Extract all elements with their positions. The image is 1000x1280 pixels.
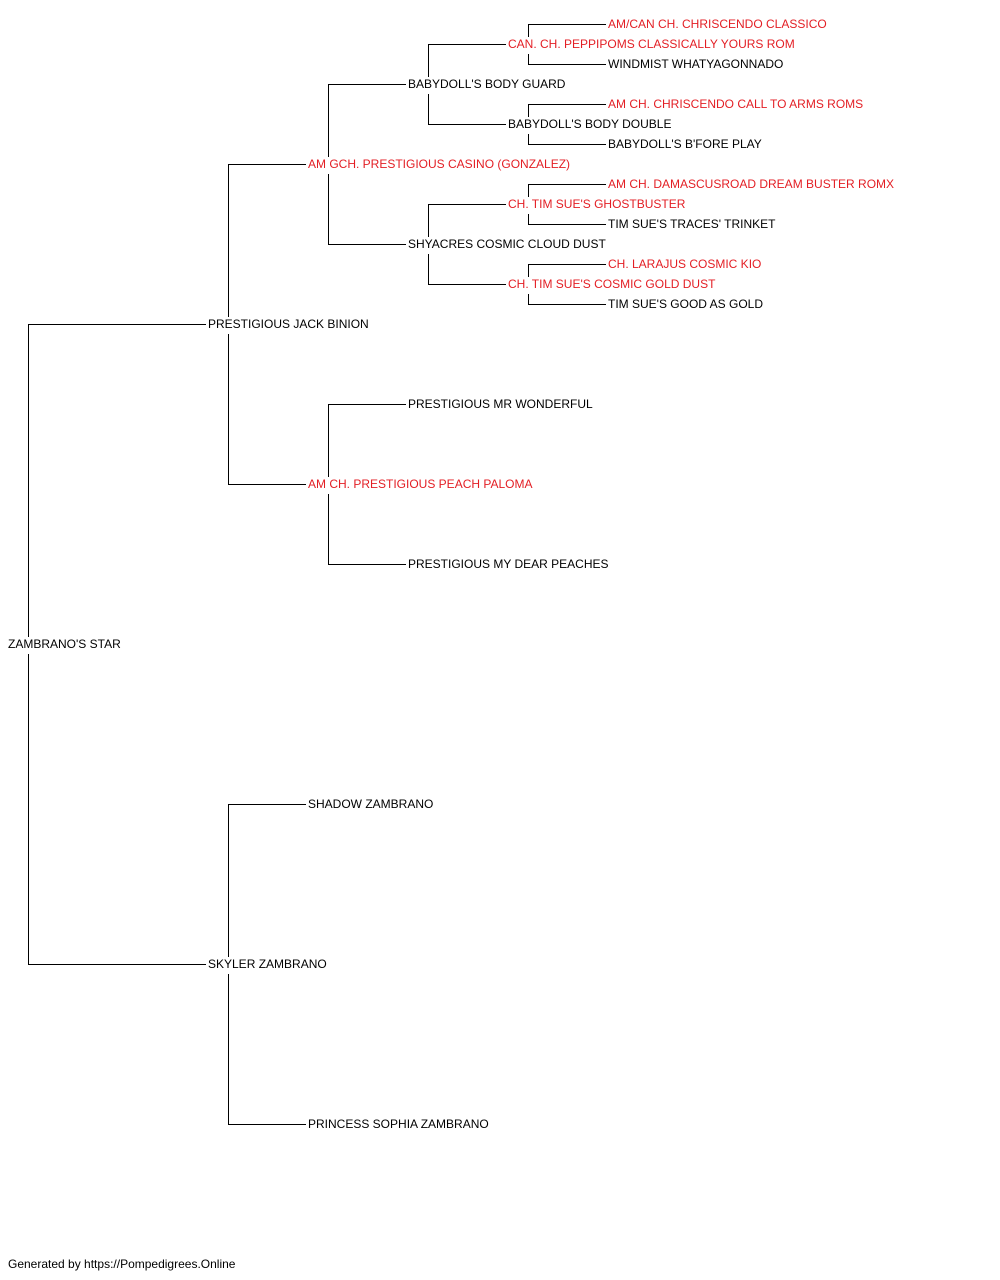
pedigree-node-subject-sire-dam[interactable]: AM CH. PRESTIGIOUS PEACH PALOMA [307, 477, 534, 491]
generated-by-footer: Generated by https://Pompedigrees.Online [8, 1257, 236, 1271]
pedigree-node-subject-sire-sire-dam[interactable]: SHYACRES COSMIC CLOUD DUST [407, 237, 607, 251]
pedigree-node-subject-sire-dam-dam[interactable]: PRESTIGIOUS MY DEAR PEACHES [407, 557, 610, 571]
pedigree-node-subject-sire-sire-dam-dam-sire[interactable]: CH. LARAJUS COSMIC KIO [607, 257, 763, 271]
pedigree-node-subject-sire-sire-sire-dam[interactable]: BABYDOLL'S BODY DOUBLE [507, 117, 673, 131]
pedigree-node-subject-sire-dam-sire[interactable]: PRESTIGIOUS MR WONDERFUL [407, 397, 594, 411]
pedigree-node-subject-sire-sire-sire[interactable]: BABYDOLL'S BODY GUARD [407, 77, 567, 91]
pedigree-node-subject-sire-sire-sire-sire-dam[interactable]: WINDMIST WHATYAGONNADO [607, 57, 785, 71]
pedigree-node-subject-sire-sire-sire-sire-sire[interactable]: AM/CAN CH. CHRISCENDO CLASSICO [607, 17, 828, 31]
pedigree-node-subject-sire-sire-sire-dam-sire[interactable]: AM CH. CHRISCENDO CALL TO ARMS ROMS [607, 97, 865, 111]
pedigree-node-subject-dam-dam[interactable]: PRINCESS SOPHIA ZAMBRANO [307, 1117, 490, 1131]
pedigree-node-subject-sire-sire[interactable]: AM GCH. PRESTIGIOUS CASINO (GONZALEZ) [307, 157, 572, 171]
pedigree-node-subject-sire-sire-dam-sire-dam[interactable]: TIM SUE'S TRACES' TRINKET [607, 217, 777, 231]
pedigree-node-subject-sire-sire-dam-sire-sire[interactable]: AM CH. DAMASCUSROAD DREAM BUSTER ROMX [607, 177, 896, 191]
pedigree-node-subject-sire-sire-sire-dam-dam[interactable]: BABYDOLL'S B'FORE PLAY [607, 137, 763, 151]
pedigree-node-subject-dam-sire[interactable]: SHADOW ZAMBRANO [307, 797, 435, 811]
pedigree-node-subject-sire-sire-dam-dam[interactable]: CH. TIM SUE'S COSMIC GOLD DUST [507, 277, 717, 291]
pedigree-node-subject-sire-sire-sire-sire[interactable]: CAN. CH. PEPPIPOMS CLASSICALLY YOURS ROM [507, 37, 796, 51]
pedigree-node-subject-dam[interactable]: SKYLER ZAMBRANO [207, 957, 328, 971]
pedigree-node-subject-sire-sire-dam-sire[interactable]: CH. TIM SUE'S GHOSTBUSTER [507, 197, 687, 211]
pedigree-node-subject-sire[interactable]: PRESTIGIOUS JACK BINION [207, 317, 370, 331]
pedigree-node-subject-sire-sire-dam-dam-dam[interactable]: TIM SUE'S GOOD AS GOLD [607, 297, 764, 311]
pedigree-node-subject[interactable]: ZAMBRANO'S STAR [7, 637, 122, 651]
